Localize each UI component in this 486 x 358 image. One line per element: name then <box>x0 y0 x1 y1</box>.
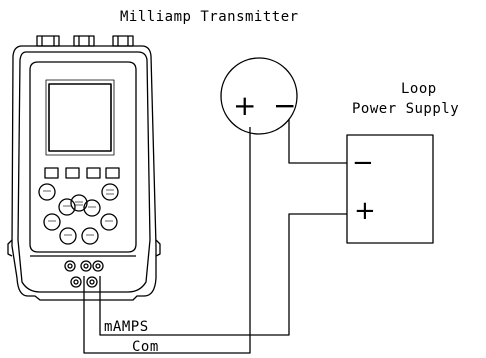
transmitter-minus-terminal: − <box>273 89 297 122</box>
top-connector-right <box>112 35 134 47</box>
terminal-5 <box>86 276 98 288</box>
com-wire-label: Com <box>132 339 159 355</box>
transmitter-title: Milliamp Transmitter <box>120 9 299 25</box>
device-body <box>11 45 157 301</box>
power-supply-title-line2: Power Supply <box>352 101 460 117</box>
wire-mamps <box>99 213 347 336</box>
terminal-3 <box>92 260 104 272</box>
key-4 <box>70 194 88 212</box>
wire-supply-minus-to-transmitter-minus <box>288 119 347 164</box>
transmitter-body <box>220 57 298 135</box>
terminal-1 <box>64 260 76 272</box>
power-supply-minus-terminal: − <box>352 148 374 178</box>
terminal-4 <box>70 276 82 288</box>
wire-com <box>83 127 251 354</box>
mamps-wire-label: mAMPS <box>104 319 149 335</box>
top-connector-left <box>36 35 60 47</box>
key-5 <box>83 199 101 217</box>
softkey-1 <box>44 167 59 179</box>
power-supply-title-line1: Loop <box>401 81 437 97</box>
terminal-2 <box>80 260 92 272</box>
calibrator-device <box>7 35 161 301</box>
power-supply-box <box>346 134 434 244</box>
device-face <box>29 61 137 253</box>
top-connector-mid <box>73 35 95 47</box>
key-8 <box>59 227 77 245</box>
key-9 <box>81 227 99 245</box>
key-2 <box>101 183 119 201</box>
softkey-2 <box>65 167 80 179</box>
key-7 <box>100 213 118 231</box>
key-6 <box>43 213 61 231</box>
softkey-4 <box>105 167 120 179</box>
device-screen <box>48 83 112 152</box>
softkey-3 <box>86 167 101 179</box>
power-supply-plus-terminal: + <box>354 196 376 226</box>
transmitter-plus-terminal: + <box>233 89 257 122</box>
key-1 <box>38 183 56 201</box>
key-3 <box>58 198 76 216</box>
